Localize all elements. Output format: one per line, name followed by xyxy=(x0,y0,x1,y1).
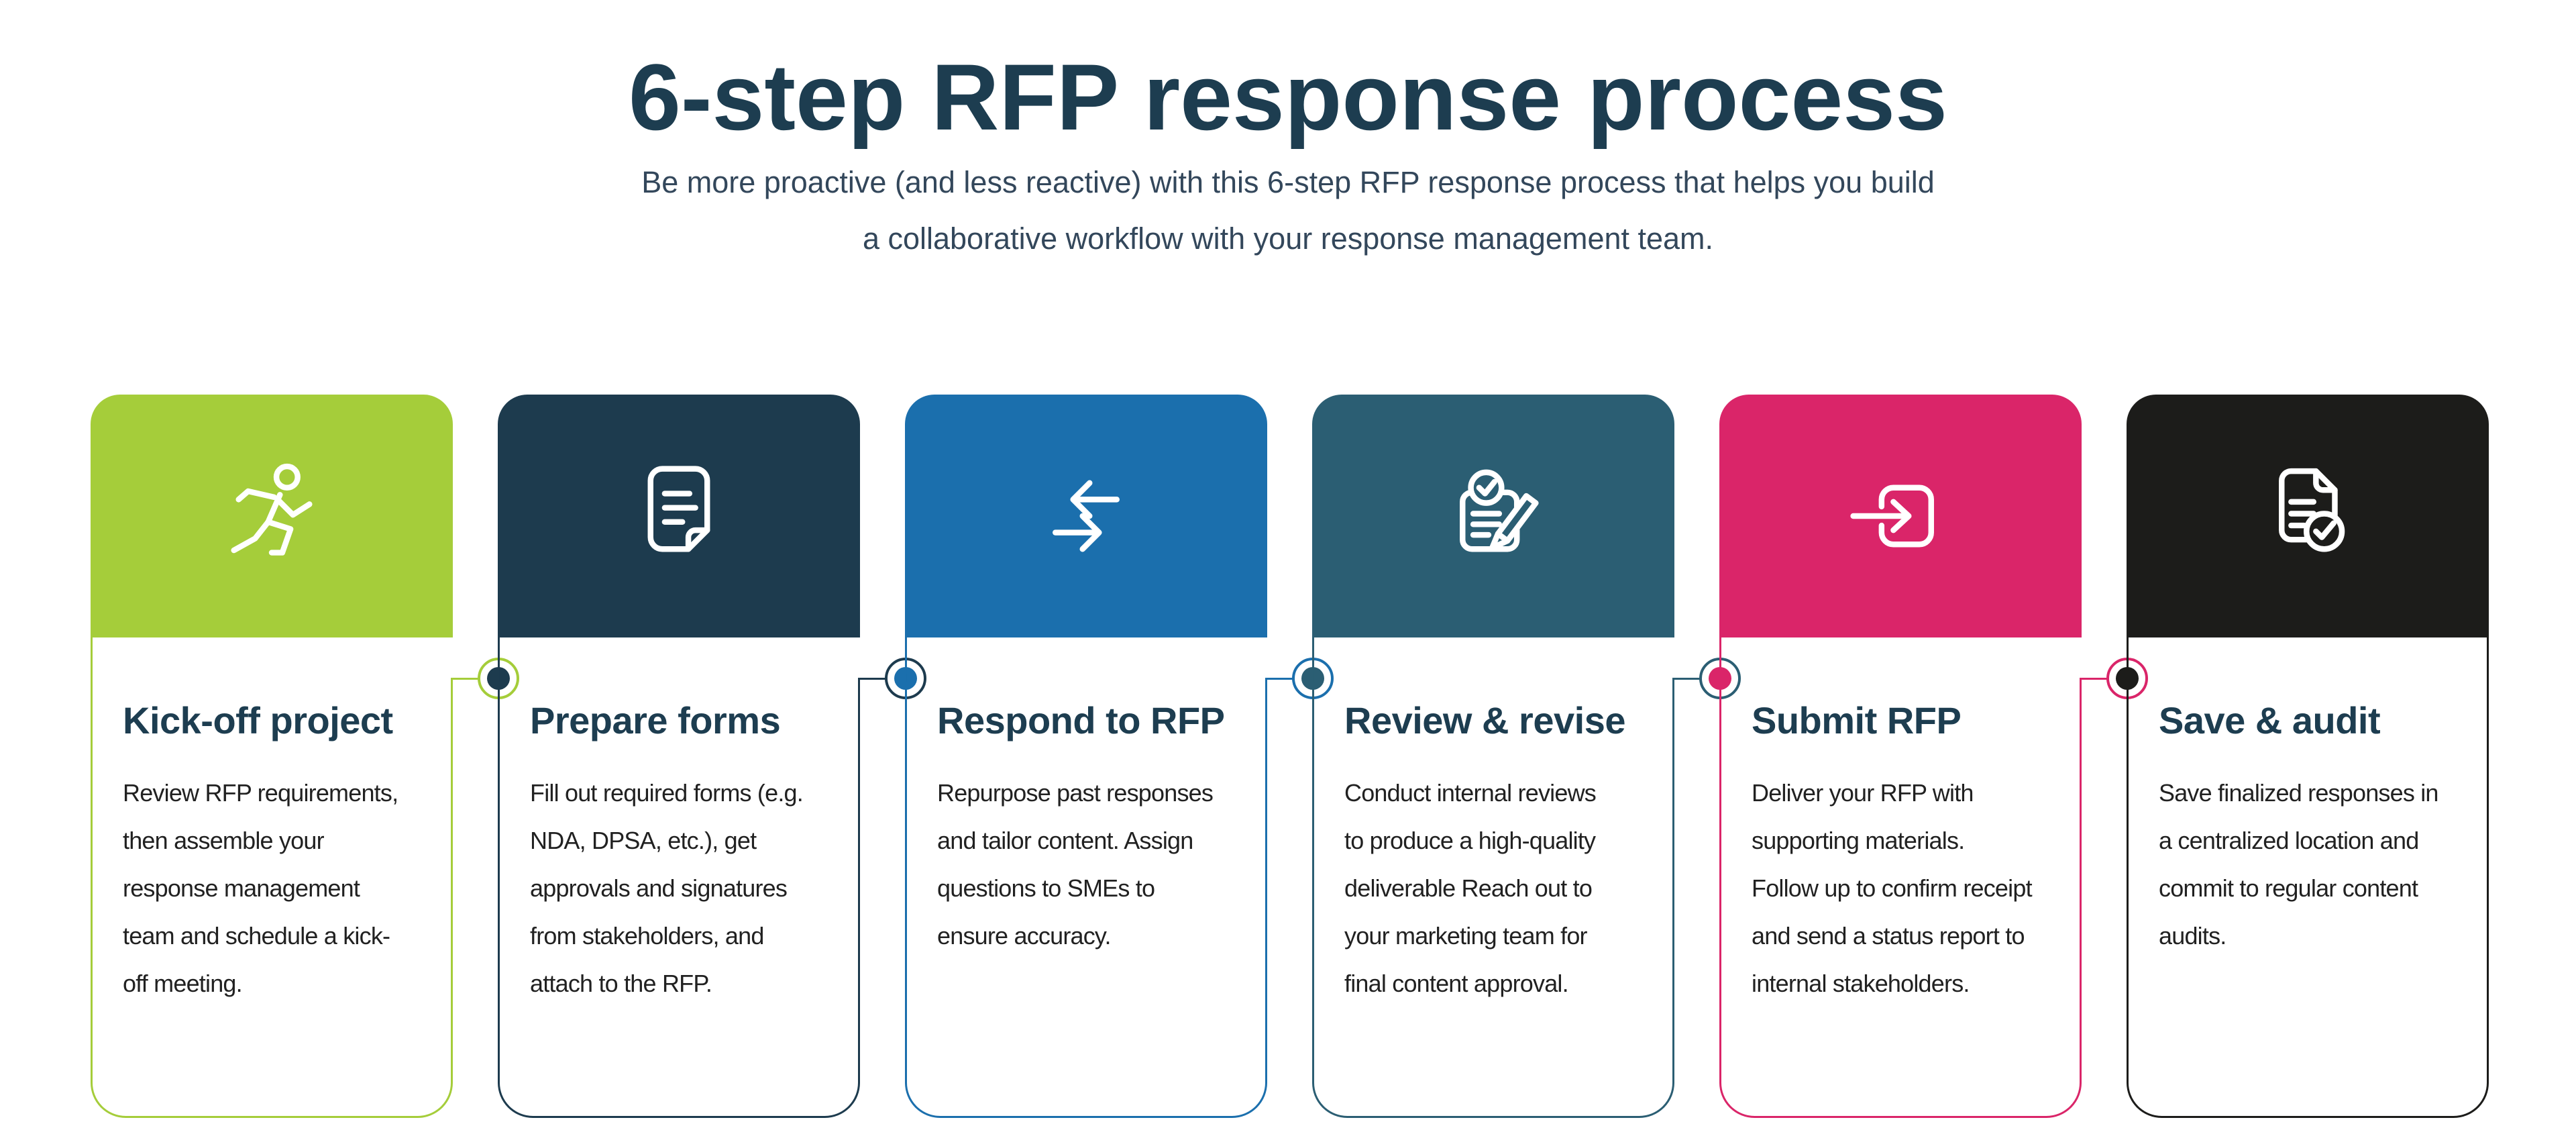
connector-line xyxy=(2080,677,2109,680)
step-description-line: then assemble your xyxy=(123,827,325,854)
step-description-line: response management xyxy=(123,874,360,902)
card-border xyxy=(2127,637,2489,1118)
step-description-line: attach to the RFP. xyxy=(530,970,712,997)
card-border xyxy=(1719,637,2082,1118)
step-description-line: a centralized location and xyxy=(2159,827,2419,854)
step-card-header xyxy=(1719,395,2082,637)
step-card-3: Respond to RFP Repurpose past responses an… xyxy=(905,395,1267,1118)
runner-icon xyxy=(213,457,331,575)
step-description-line: commit to regular content xyxy=(2159,874,2418,902)
step-description-line: NDA, DPSA, etc.), get xyxy=(530,827,757,854)
note-pencil-check-icon xyxy=(1434,457,1552,575)
step-description-line: team and schedule a kick- xyxy=(123,922,390,950)
step-description-line: your marketing team for xyxy=(1344,922,1588,950)
step-description-line: audits. xyxy=(2159,922,2226,950)
step-description-line: Follow up to confirm receipt xyxy=(1752,874,2033,902)
step-description-line: Save finalized responses in xyxy=(2159,779,2438,807)
document-check-icon xyxy=(2249,457,2367,575)
step-card-header xyxy=(498,395,860,637)
page-title: 6-step RFP response process xyxy=(629,44,1947,150)
step-card-body: Respond to RFP Repurpose past responses an… xyxy=(905,637,1267,1118)
step-description-line: Fill out required forms (e.g. xyxy=(530,779,804,807)
step-card-header xyxy=(91,395,453,637)
page-subtitle-line1: Be more proactive (and less reactive) wi… xyxy=(641,165,1935,199)
step-card-header xyxy=(1312,395,1674,637)
step-description-line: deliverable Reach out to xyxy=(1344,874,1593,902)
connector-line xyxy=(1265,677,1295,680)
card-border xyxy=(1312,637,1674,1118)
submit-arrow-icon xyxy=(1841,457,1960,575)
step-description: Review RFP requirements, then assemble yo… xyxy=(123,769,422,1007)
card-border xyxy=(498,637,860,1118)
step-description: Save finalized responses in a centralized… xyxy=(2159,769,2458,960)
step-description-line: off meeting. xyxy=(123,970,243,997)
step-title: Review & revise xyxy=(1344,699,1625,741)
page-subtitle: Be more proactive (and less reactive) wi… xyxy=(0,154,2576,267)
step-card-body: Submit RFP Deliver your RFP with supportin… xyxy=(1719,637,2082,1118)
step-description-line: supporting materials. xyxy=(1752,827,1965,854)
step-description-line: and tailor content. Assign xyxy=(937,827,1193,854)
step-description-line: ensure accuracy. xyxy=(937,922,1111,950)
page-subtitle-line2: a collaborative workflow with your respo… xyxy=(862,221,1714,256)
step-description-line: Review RFP requirements, xyxy=(123,779,398,807)
step-description-line: from stakeholders, and xyxy=(530,922,764,950)
step-description-line: final content approval. xyxy=(1344,970,1569,997)
step-description-line: internal stakeholders. xyxy=(1752,970,1970,997)
step-title: Kick-off project xyxy=(123,699,393,741)
step-description-line: Deliver your RFP with xyxy=(1752,779,1974,807)
step-description-line: approvals and signatures xyxy=(530,874,788,902)
card-border xyxy=(91,637,453,1118)
step-title: Save & audit xyxy=(2159,699,2381,741)
step-description-line: questions to SMEs to xyxy=(937,874,1155,902)
step-card-header xyxy=(2127,395,2489,637)
step-title: Respond to RFP xyxy=(937,699,1225,741)
step-description: Deliver your RFP with supporting material… xyxy=(1752,769,2051,1007)
step-title: Submit RFP xyxy=(1752,699,1962,741)
step-card-5: Submit RFP Deliver your RFP with supportin… xyxy=(1719,395,2082,1118)
step-description-line: to produce a high-quality xyxy=(1344,827,1596,854)
connector-line xyxy=(1672,677,1702,680)
step-description-line: Repurpose past responses xyxy=(937,779,1214,807)
connector-line xyxy=(451,677,480,680)
transfer-arrows-icon xyxy=(1027,457,1145,575)
connector-line xyxy=(858,677,888,680)
document-icon xyxy=(620,457,738,575)
step-title: Prepare forms xyxy=(530,699,781,741)
step-description: Fill out required forms (e.g. NDA, DPSA, … xyxy=(530,769,829,1007)
step-card-header xyxy=(905,395,1267,637)
step-description-line: and send a status report to xyxy=(1752,922,2025,950)
step-description-line: Conduct internal reviews xyxy=(1344,779,1597,807)
card-border xyxy=(905,637,1267,1118)
step-description: Conduct internal reviews to produce a hig… xyxy=(1344,769,1644,1007)
step-description: Repurpose past responses and tailor conte… xyxy=(937,769,1236,960)
